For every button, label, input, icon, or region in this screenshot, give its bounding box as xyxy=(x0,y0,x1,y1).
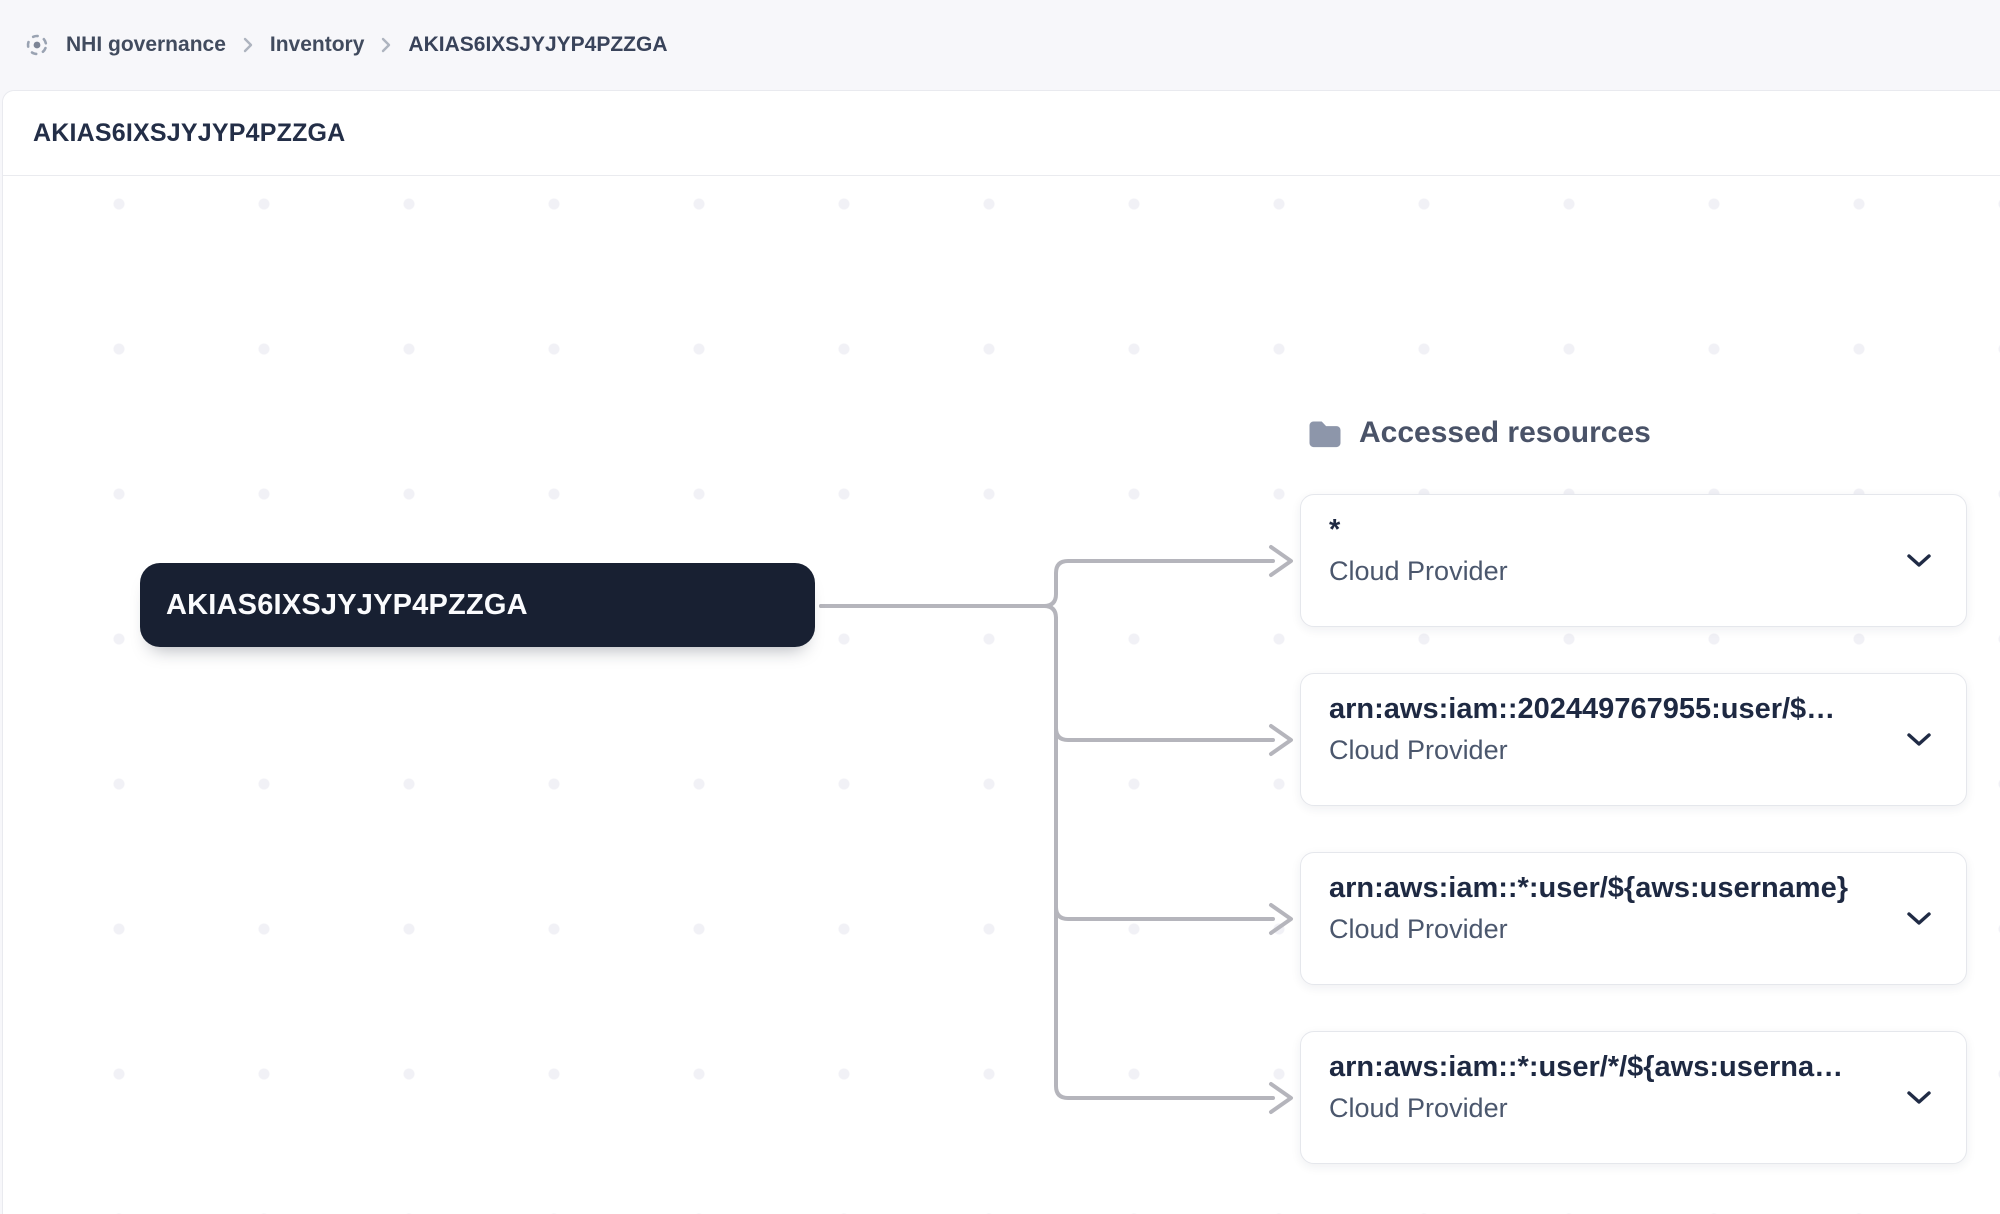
chevron-right-icon xyxy=(242,36,254,54)
resource-card[interactable]: * Cloud Provider xyxy=(1300,494,1967,627)
resource-card[interactable]: arn:aws:iam::*:user/${aws:username} Clou… xyxy=(1300,852,1967,985)
page-header: AKIAS6IXSJYJYP4PZZGA xyxy=(3,91,2000,176)
chevron-right-icon xyxy=(380,36,392,54)
resource-subtitle: Cloud Provider xyxy=(1329,1093,1508,1123)
breadcrumb-item-nhi-governance[interactable]: NHI governance xyxy=(66,33,226,56)
resource-card[interactable]: arn:aws:iam::202449767955:user/$… Cloud … xyxy=(1300,673,1967,806)
breadcrumb-bar: NHI governance Inventory AKIAS6IXSJYJYP4… xyxy=(0,0,2000,90)
breadcrumb: NHI governance Inventory AKIAS6IXSJYJYP4… xyxy=(24,32,668,58)
breadcrumb-item-inventory[interactable]: Inventory xyxy=(269,33,365,56)
chevron-down-icon[interactable] xyxy=(1906,553,1932,569)
graph-canvas[interactable]: AKIAS6IXSJYJYP4PZZGA Accessed resources … xyxy=(3,176,2000,1214)
access-key-node[interactable]: AKIAS6IXSJYJYP4PZZGA xyxy=(140,563,815,647)
resource-subtitle: Cloud Provider xyxy=(1329,556,1508,586)
breadcrumb-item-current: AKIAS6IXSJYJYP4PZZGA xyxy=(408,33,668,56)
chevron-down-icon[interactable] xyxy=(1906,911,1932,927)
content-panel: AKIAS6IXSJYJYP4PZZGA AKIAS6IXSJYJYP4PZ xyxy=(2,90,2000,1214)
resource-subtitle: Cloud Provider xyxy=(1329,914,1508,944)
resource-title: * xyxy=(1329,514,1341,546)
resource-title: arn:aws:iam::*:user/*/${aws:userna… xyxy=(1329,1051,1844,1083)
folder-icon xyxy=(1307,418,1343,448)
page-title: AKIAS6IXSJYJYP4PZZGA xyxy=(33,118,346,147)
chevron-down-icon[interactable] xyxy=(1906,732,1932,748)
governance-network-icon xyxy=(24,32,50,58)
access-key-node-label: AKIAS6IXSJYJYP4PZZGA xyxy=(166,588,528,621)
resource-card[interactable]: arn:aws:iam::*:user/*/${aws:userna… Clou… xyxy=(1300,1031,1967,1164)
resource-title: arn:aws:iam::202449767955:user/$… xyxy=(1329,693,1836,725)
resource-subtitle: Cloud Provider xyxy=(1329,735,1508,765)
chevron-down-icon[interactable] xyxy=(1906,1090,1932,1106)
resource-title: arn:aws:iam::*:user/${aws:username} xyxy=(1329,872,1848,904)
accessed-resources-header: Accessed resources xyxy=(1307,412,1651,454)
accessed-resources-title: Accessed resources xyxy=(1359,416,1651,449)
